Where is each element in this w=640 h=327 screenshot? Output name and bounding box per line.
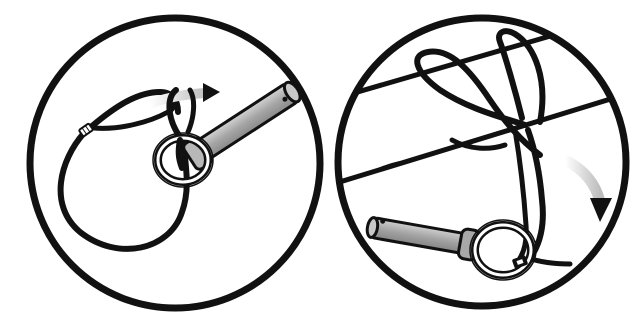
curved-arrow-down-icon [559,154,612,222]
curved-arrow-right-icon [145,83,220,109]
lanyard-over-bar-icon [414,28,573,267]
panel-left [26,14,324,312]
panel-right-border [334,14,630,310]
cord-crimp-icon [78,122,94,138]
pin-ring-right [469,219,537,281]
quick-release-pin-left [182,80,302,171]
panel-right [334,14,630,310]
cord-crimp-icon-right [512,255,528,269]
lanyard-loop-front-2 [185,87,197,135]
panel-left-frame [26,14,324,312]
pin-ring-left [152,132,214,188]
lanyard-over-ring [175,137,185,171]
